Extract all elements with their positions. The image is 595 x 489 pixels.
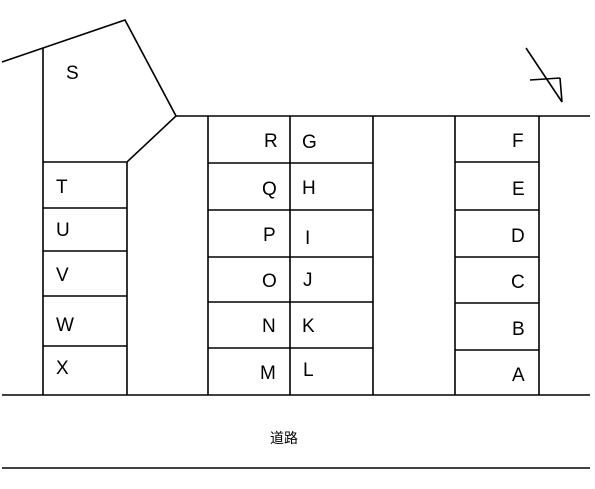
middle-right-column-labels: G H I J K L <box>302 132 317 381</box>
space-label: T <box>56 177 68 198</box>
left-block-dividers <box>43 207 127 347</box>
right-column-labels: F E D C B A <box>511 131 525 386</box>
space-label: G <box>302 132 317 153</box>
space-label: W <box>56 315 74 336</box>
space-label: O <box>262 271 277 292</box>
right-block <box>454 116 540 395</box>
road-label: 道路 <box>270 431 298 447</box>
space-label: V <box>56 265 69 286</box>
space-label: R <box>264 131 278 152</box>
space-label: U <box>56 220 70 241</box>
property-boundary-top-left <box>1 19 177 163</box>
space-label: J <box>303 270 313 291</box>
space-label: E <box>512 179 525 200</box>
north-arrow-icon <box>525 47 563 103</box>
space-S-label: S <box>66 63 79 84</box>
space-label: M <box>260 363 276 384</box>
middle-block <box>207 116 374 395</box>
space-label: C <box>511 272 525 293</box>
space-label: F <box>512 131 524 152</box>
space-label: A <box>512 365 525 386</box>
space-label: L <box>303 360 314 381</box>
space-label: K <box>302 316 315 337</box>
space-label: B <box>512 319 525 340</box>
space-label: Q <box>262 179 277 200</box>
space-label: I <box>305 228 310 249</box>
space-label: X <box>56 358 69 379</box>
left-column-labels: T U V W X <box>56 177 74 379</box>
space-label: N <box>262 316 276 337</box>
space-label: H <box>302 178 316 199</box>
space-label: D <box>511 226 525 247</box>
space-label: P <box>263 225 276 246</box>
middle-left-column-labels: R Q P O N M <box>260 131 278 384</box>
